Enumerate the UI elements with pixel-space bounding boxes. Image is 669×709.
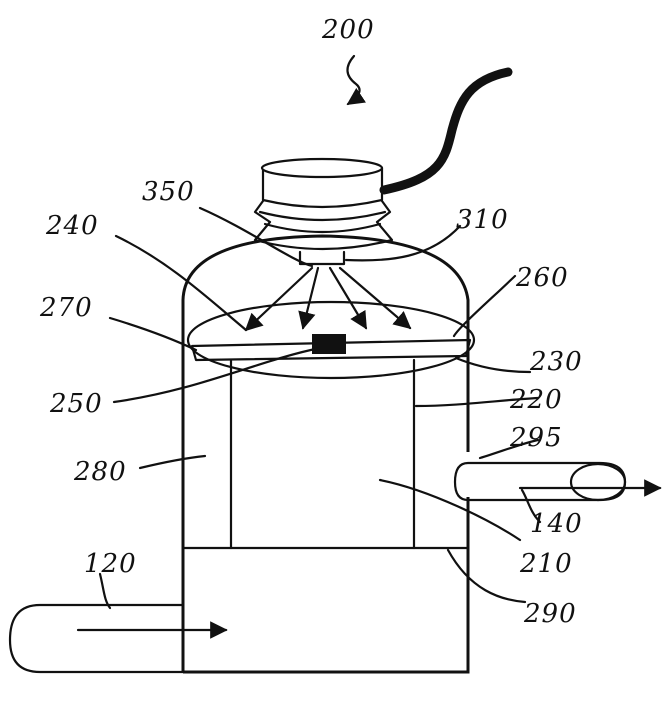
nozzle-motor <box>260 157 384 209</box>
center-block <box>312 334 346 354</box>
label-240: 240 <box>45 211 99 241</box>
spray-arrows <box>244 266 412 332</box>
label-230: 230 <box>529 347 583 377</box>
label-210: 210 <box>519 549 573 579</box>
label-120: 120 <box>84 549 137 579</box>
inlet-pipe <box>8 603 228 674</box>
label-270: 270 <box>39 293 93 323</box>
label-280: 280 <box>73 457 127 487</box>
label-310: 310 <box>456 205 509 235</box>
outlet-pipe <box>453 461 662 502</box>
label-260: 260 <box>515 263 569 293</box>
nozzle-funnel <box>253 199 394 266</box>
label-350: 350 <box>142 177 195 207</box>
power-cable <box>379 67 513 195</box>
label-200: 200 <box>321 15 375 45</box>
distribution-plate <box>190 338 472 362</box>
label-140: 140 <box>530 509 583 539</box>
label-220: 220 <box>509 385 563 415</box>
spray-zone-ellipse <box>186 300 476 380</box>
inner-tube <box>229 358 416 550</box>
leader-200 <box>346 54 367 106</box>
label-290: 290 <box>523 599 577 629</box>
leader-lines <box>98 206 542 610</box>
label-295: 295 <box>509 423 563 453</box>
outer-vessel <box>181 234 470 674</box>
label-250: 250 <box>49 389 103 419</box>
